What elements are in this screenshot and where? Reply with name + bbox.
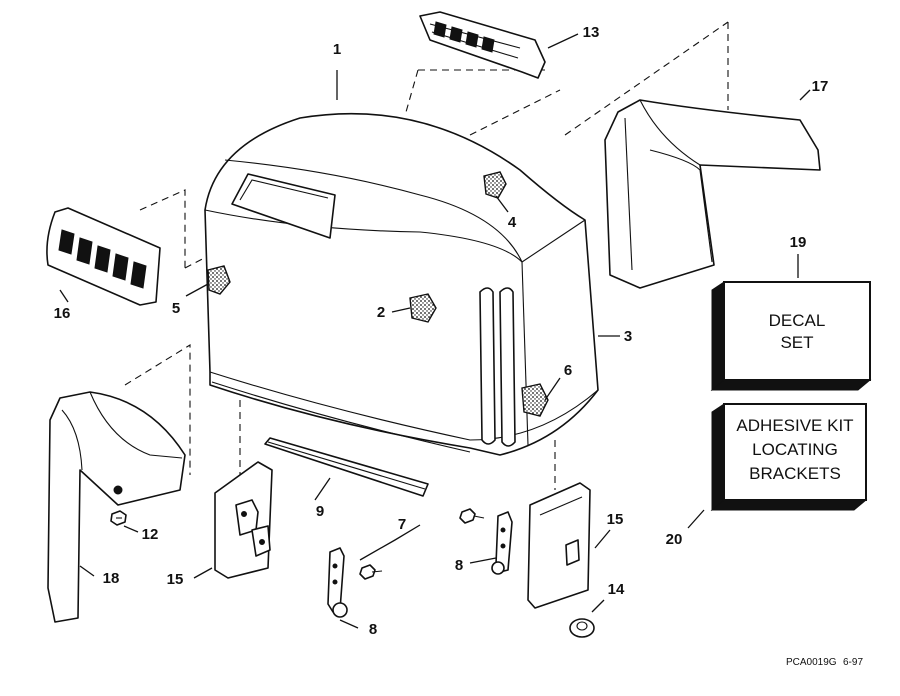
callout-7: 7 (398, 516, 406, 533)
callout-15-left: 15 (167, 571, 184, 588)
callout-19: 19 (790, 234, 807, 251)
callout-2: 2 (377, 304, 385, 321)
part-16-side-vent-grille (46, 207, 161, 306)
part-17-rear-cover (604, 99, 821, 289)
decal-set-box: DECAL SET (710, 281, 872, 392)
callout-8-right: 8 (455, 557, 463, 574)
part-15-right-plate (527, 482, 591, 609)
part-2-pad (409, 293, 437, 323)
callout-13: 13 (583, 24, 600, 41)
adhesive-kit-box: ADHESIVE KIT LOCATING BRACKETS (710, 403, 868, 512)
callout-6: 6 (564, 362, 572, 379)
part-7-screws (359, 508, 485, 580)
callout-1: 1 (333, 41, 341, 58)
part-12-screw (110, 510, 127, 526)
part-9-seal-strip (264, 437, 429, 497)
figure-date: 6-97 (843, 657, 863, 668)
callout-5: 5 (172, 300, 180, 317)
callout-4: 4 (508, 214, 517, 231)
callout-3: 3 (624, 328, 632, 345)
callout-9: 9 (316, 503, 324, 520)
decal-box-line1: DECAL (769, 311, 826, 330)
figure-code: PCA0019G (786, 657, 837, 668)
part-5-pad (207, 265, 231, 295)
part-8-brackets (327, 511, 513, 618)
callout-8-lower: 8 (369, 621, 377, 638)
part-14-grommet (569, 618, 595, 638)
part-6-pad (521, 383, 549, 417)
part-1-engine-cowl (204, 112, 599, 456)
leader-lines (59, 33, 811, 629)
kit-box-line1: ADHESIVE KIT (736, 416, 853, 435)
callout-20: 20 (666, 531, 683, 548)
decal-box-line2: SET (780, 333, 813, 352)
callout-16: 16 (54, 305, 71, 322)
part-15-left-plate (214, 461, 273, 579)
callout-15-right: 15 (607, 511, 624, 528)
callout-labels: 1 2 3 4 5 6 7 8 8 9 12 13 14 15 15 16 17… (54, 24, 829, 638)
callout-17: 17 (812, 78, 829, 95)
part-4-pad (483, 171, 507, 199)
callout-18: 18 (103, 570, 120, 587)
callout-12: 12 (142, 526, 159, 543)
figure-footer: PCA0019G 6-97 (786, 657, 863, 668)
part-18-lower-cover (47, 391, 186, 623)
stippled-pads (207, 171, 549, 417)
kit-box-line2: LOCATING (752, 440, 838, 459)
part-13-top-vent-grille (419, 11, 546, 79)
kit-box-line3: BRACKETS (749, 464, 841, 483)
callout-14: 14 (608, 581, 625, 598)
